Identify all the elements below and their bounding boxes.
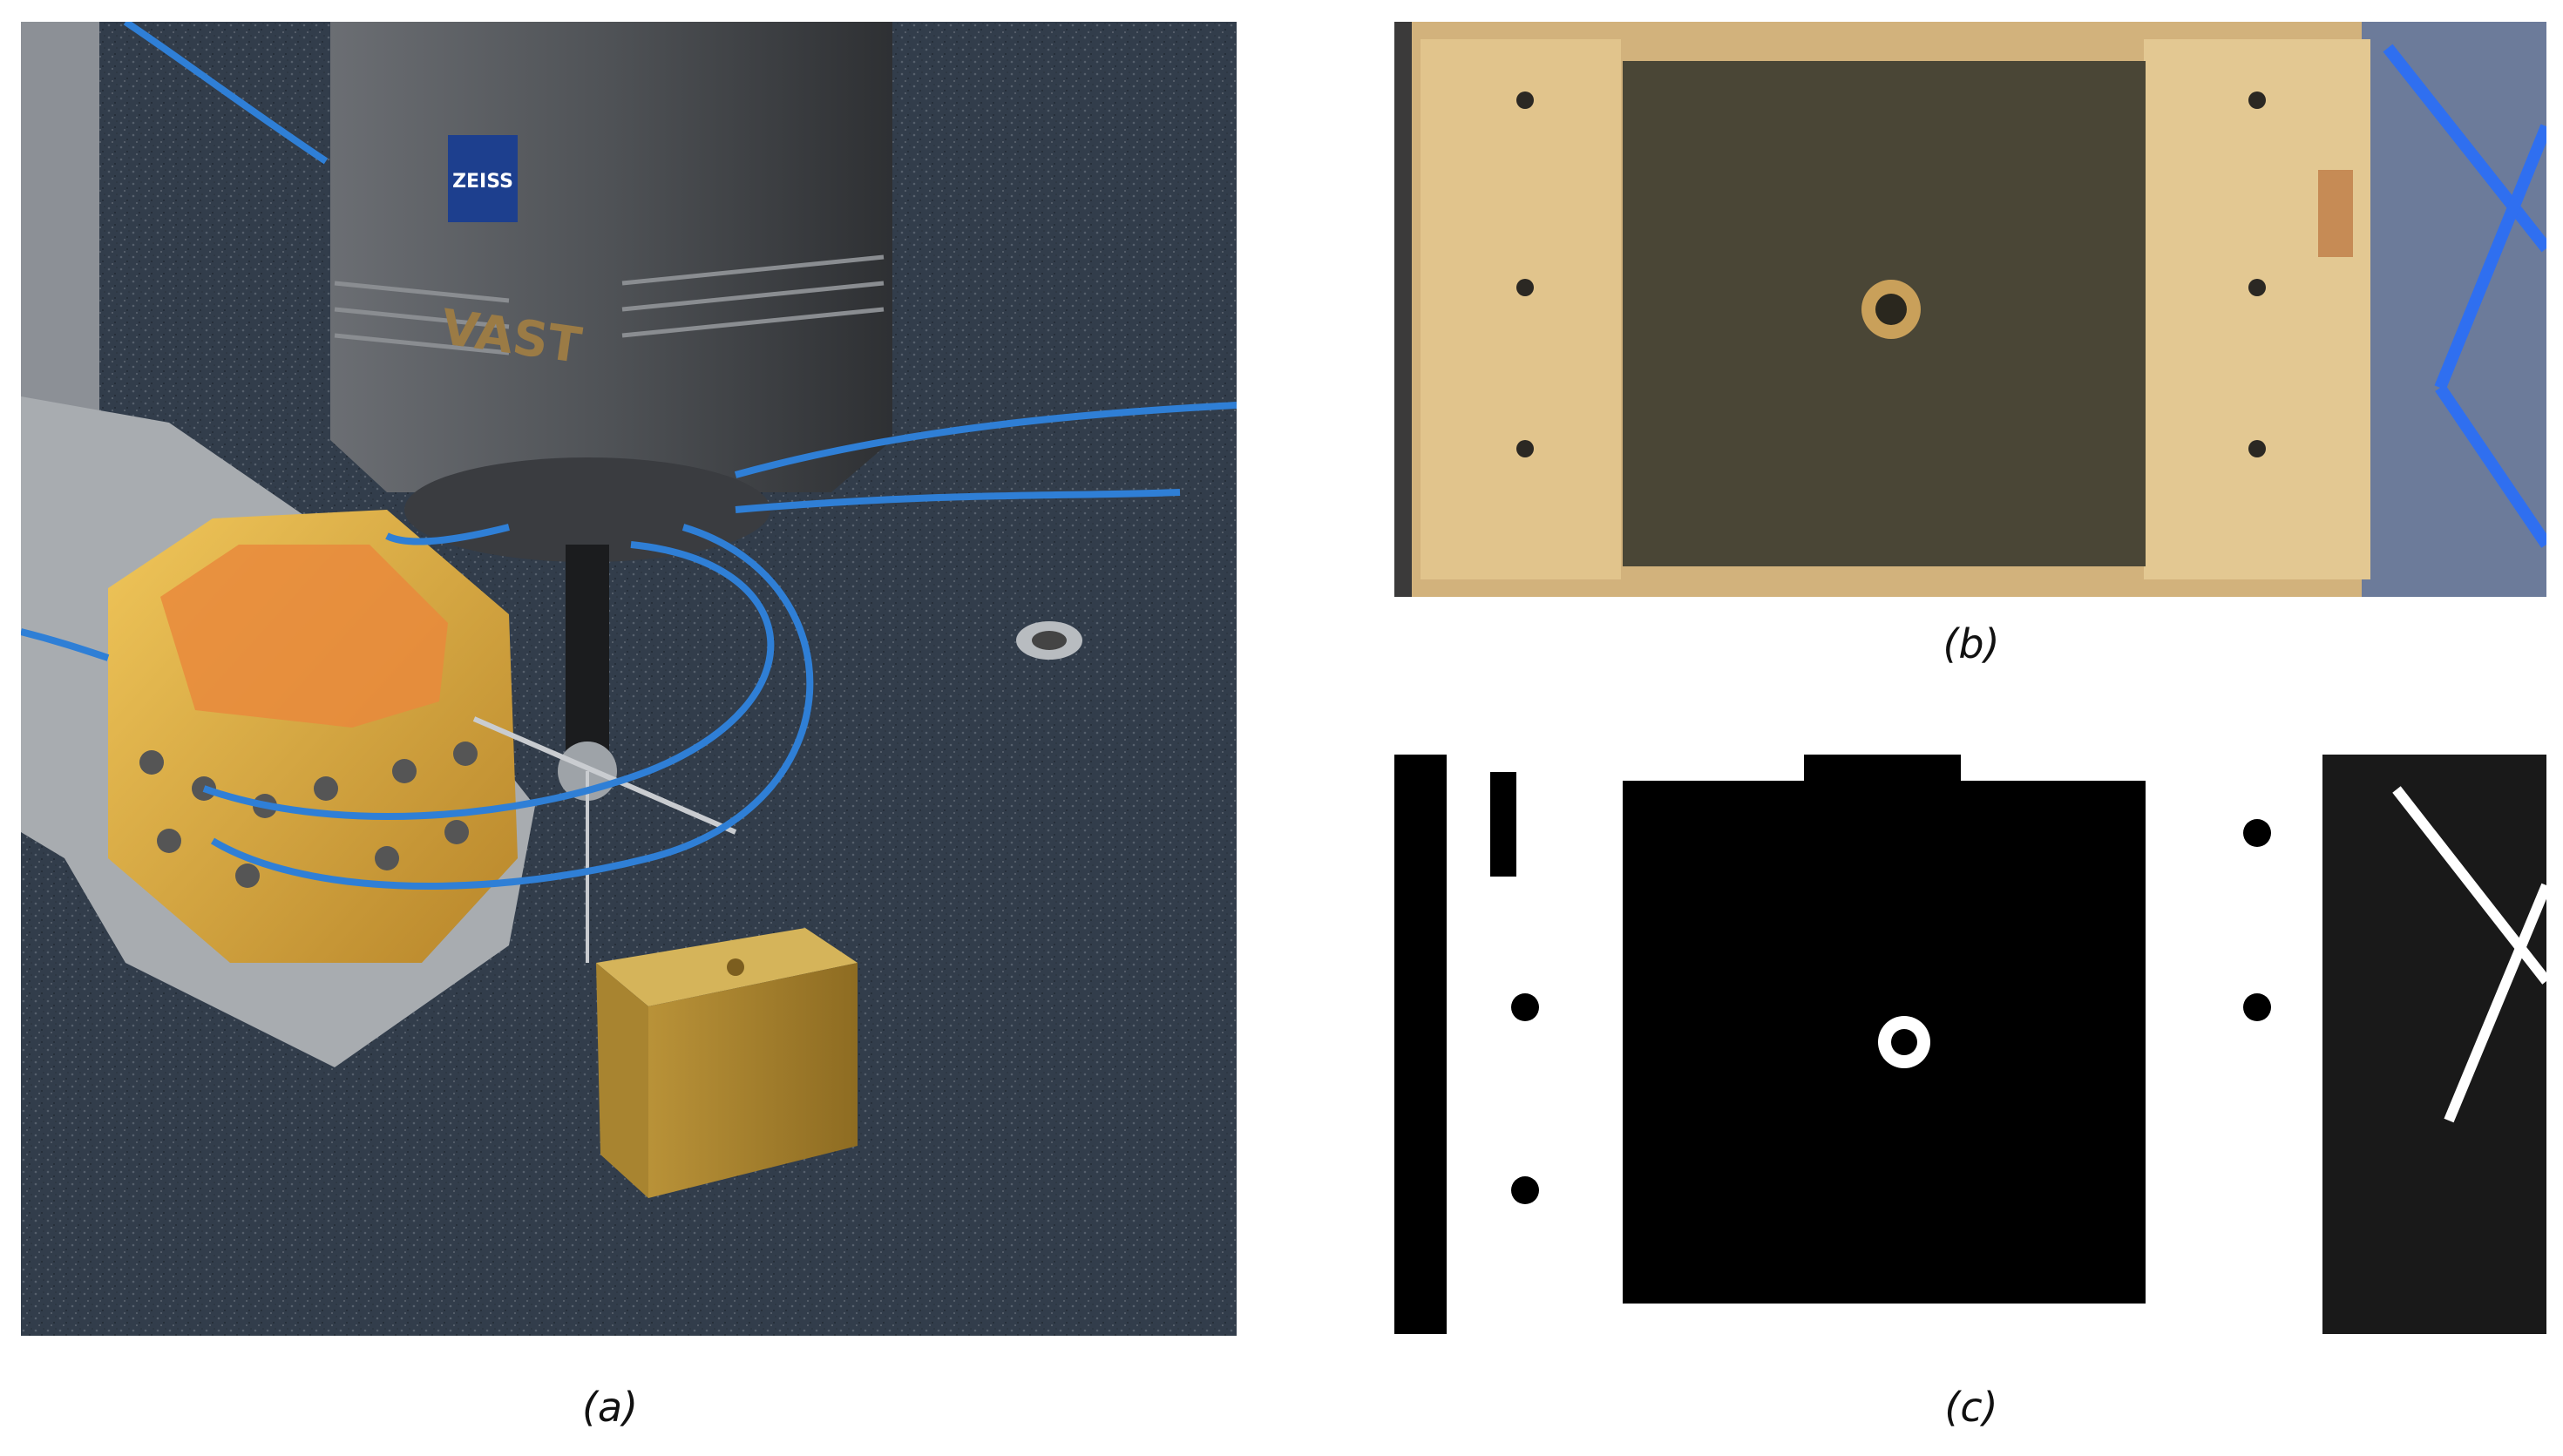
binary-frame-holes (1511, 819, 2271, 1204)
blue-cables (21, 22, 1237, 891)
stylus-arm (472, 716, 737, 835)
plate-center-hole (1875, 294, 1907, 325)
left-edge (1394, 22, 1412, 597)
binary-center-hole (1891, 1029, 1917, 1055)
table-insert-hole (1032, 631, 1067, 650)
probe-shaft (566, 545, 609, 754)
caption-a: (a) (581, 1384, 639, 1431)
right-rail (2144, 39, 2370, 579)
cmm-scene: ZEISS VAST (21, 22, 1237, 1336)
binary-left-strip (1394, 755, 1447, 1334)
binary-struts (2392, 786, 2546, 1123)
frame-holes (1516, 91, 2266, 457)
caption-c: (c) (1944, 1384, 1998, 1431)
machine-column (21, 22, 99, 414)
housing-ridges (334, 254, 885, 356)
binary-right-block (2322, 755, 2546, 1334)
plate-binary-view (1394, 755, 2546, 1334)
cube-front-face (648, 963, 858, 1198)
probe-housing (330, 22, 892, 492)
brand-logo-plate (448, 135, 518, 222)
caption-b: (b) (1943, 620, 2000, 667)
blue-struts (2383, 44, 2546, 548)
frame-interior (160, 545, 448, 728)
brand-logo-text: ZEISS (452, 171, 513, 193)
plate-color-view (1394, 22, 2546, 597)
side-screw (2318, 170, 2353, 257)
probe-collar (404, 457, 770, 562)
binary-fragment (1490, 772, 1516, 877)
cube-hole (727, 958, 744, 976)
binary-top-tab (1804, 755, 1961, 789)
photo-panel-c (1394, 755, 2546, 1334)
left-rail (1420, 39, 1621, 579)
photo-panel-b (1394, 22, 2546, 597)
photo-panel-a: ZEISS VAST (21, 22, 1237, 1336)
cube-left-face (596, 963, 648, 1198)
